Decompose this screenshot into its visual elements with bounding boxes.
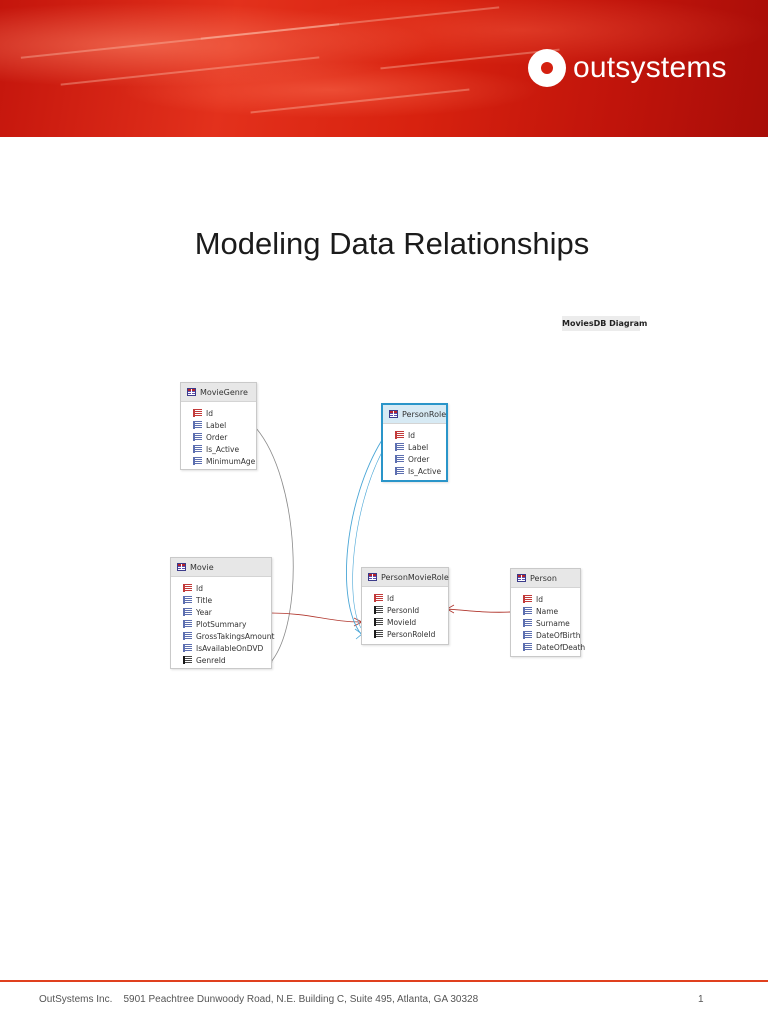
entity-name: MovieGenre: [200, 387, 248, 397]
connector-personmovierole-person: [446, 608, 511, 613]
entity-personrole[interactable]: PersonRole Id Label Order Is_Active: [381, 403, 448, 482]
document-title: Modeling Data Relationships: [194, 226, 590, 261]
table-icon: [187, 388, 196, 396]
attribute-icon: [193, 445, 202, 453]
attribute-row[interactable]: Name: [511, 605, 580, 617]
foreign-key-icon: [183, 656, 192, 664]
foreign-key-icon: [374, 618, 383, 626]
attribute-row[interactable]: Label: [181, 419, 256, 431]
attribute-row[interactable]: Order: [181, 431, 256, 443]
foreign-key-icon: [374, 630, 383, 638]
connector-personmovierole-personrole-2: [352, 451, 383, 629]
footer-address: OutSystems Inc. 5901 Peachtree Dunwoody …: [39, 994, 479, 1005]
table-icon: [389, 410, 398, 418]
attribute-row[interactable]: Id: [511, 593, 580, 605]
key-attribute-icon: [193, 409, 202, 417]
logo-mark-icon: [528, 49, 566, 87]
table-icon: [177, 563, 186, 571]
attribute-row[interactable]: Order: [383, 453, 446, 465]
entity-header: PersonMovieRole: [362, 568, 449, 587]
entity-moviegenre[interactable]: MovieGenre Id Label Order Is_Active Mini…: [180, 382, 257, 470]
connector-movie-moviegenre: [255, 427, 294, 663]
footer-divider: [0, 980, 768, 982]
foreign-key-icon: [374, 606, 383, 614]
entity-header: PersonRole: [383, 405, 446, 424]
attribute-row[interactable]: PlotSummary: [171, 618, 271, 630]
attribute-icon: [183, 632, 192, 640]
connector-personmovierole-personrole: [346, 439, 383, 635]
attribute-row[interactable]: Id: [171, 582, 271, 594]
entity-movie[interactable]: Movie Id Title Year PlotSummary GrossTak…: [170, 557, 274, 669]
entity-name: Person: [530, 573, 557, 583]
attribute-row[interactable]: PersonId: [362, 604, 448, 616]
key-attribute-icon: [523, 595, 532, 603]
attribute-icon: [395, 455, 404, 463]
attribute-row[interactable]: Year: [171, 606, 271, 618]
attribute-row[interactable]: Title: [171, 594, 271, 606]
entity-name: PersonMovieRole: [381, 572, 449, 582]
attribute-row[interactable]: IsAvailableOnDVD: [171, 642, 271, 654]
attribute-icon: [523, 643, 532, 651]
attribute-icon: [183, 596, 192, 604]
attribute-row[interactable]: Id: [362, 592, 448, 604]
table-icon: [368, 573, 377, 581]
page-number: 1: [698, 994, 704, 1005]
attribute-row[interactable]: GenreId: [171, 654, 271, 666]
attribute-row[interactable]: MovieId: [362, 616, 448, 628]
attribute-icon: [395, 467, 404, 475]
key-attribute-icon: [395, 431, 404, 439]
attribute-row[interactable]: Id: [383, 429, 446, 441]
attribute-icon: [523, 607, 532, 615]
entity-name: Movie: [190, 562, 214, 572]
attribute-icon: [193, 421, 202, 429]
key-attribute-icon: [183, 584, 192, 592]
attribute-row[interactable]: DateOfDeath: [511, 641, 585, 653]
entity-header: MovieGenre: [181, 383, 256, 402]
attribute-row[interactable]: GrossTakingsAmount: [171, 630, 274, 642]
attribute-icon: [395, 443, 404, 451]
outsystems-logo: outsystems: [528, 49, 727, 87]
attribute-icon: [193, 457, 202, 465]
entity-header: Movie: [171, 558, 271, 577]
logo-text: outsystems: [573, 51, 727, 84]
attribute-row[interactable]: MinimumAge: [181, 455, 256, 467]
attribute-row[interactable]: Id: [181, 407, 256, 419]
key-attribute-icon: [374, 594, 383, 602]
attribute-icon: [193, 433, 202, 441]
attribute-icon: [183, 644, 192, 652]
attribute-row[interactable]: Surname: [511, 617, 580, 629]
attribute-row[interactable]: Is_Active: [181, 443, 256, 455]
diagram-title: MoviesDB Diagram: [562, 316, 647, 331]
table-icon: [517, 574, 526, 582]
attribute-icon: [523, 619, 532, 627]
attribute-row[interactable]: Is_Active: [383, 465, 446, 477]
entity-name: PersonRole: [402, 409, 447, 419]
header-banner: outsystems: [0, 0, 768, 137]
attribute-icon: [183, 620, 192, 628]
connector-personmovierole-movie: [270, 612, 362, 623]
attribute-icon: [523, 631, 532, 639]
entity-personmovierole[interactable]: PersonMovieRole Id PersonId MovieId Pers…: [361, 567, 449, 645]
attribute-row[interactable]: Label: [383, 441, 446, 453]
entity-header: Person: [511, 569, 580, 588]
attribute-icon: [183, 608, 192, 616]
attribute-row[interactable]: PersonRoleId: [362, 628, 448, 640]
attribute-row[interactable]: DateOfBirth: [511, 629, 580, 641]
entity-person[interactable]: Person Id Name Surname DateOfBirth DateO…: [510, 568, 585, 657]
